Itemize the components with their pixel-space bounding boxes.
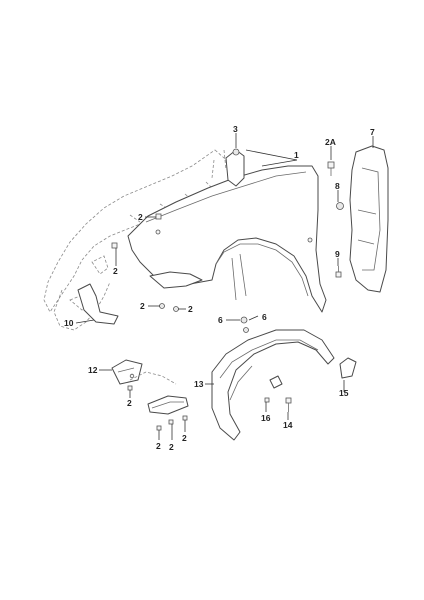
callout-2-top: 2 xyxy=(138,212,143,222)
fender-panel xyxy=(127,165,327,313)
callout-2-bot-a: 2 xyxy=(156,441,161,451)
callout-2-bracket: 2 xyxy=(127,398,132,408)
callout-9: 9 xyxy=(335,249,340,259)
mud-flap xyxy=(339,357,357,379)
callout-labels: 1 2A 3 7 8 9 2 2 2 2 10 6 6 12 2 13 15 1… xyxy=(64,124,375,452)
callout-2-left: 2 xyxy=(113,266,118,276)
fasteners xyxy=(111,161,344,431)
lower-trim-assembly xyxy=(129,371,189,415)
callout-6-b: 6 xyxy=(262,312,267,322)
bracket-top xyxy=(225,148,245,187)
side-seal xyxy=(349,145,389,293)
callout-7: 7 xyxy=(370,127,375,137)
callout-2a: 2A xyxy=(325,137,336,147)
support-bracket xyxy=(77,283,119,325)
callout-8: 8 xyxy=(335,181,340,191)
callout-1: 1 xyxy=(294,150,299,160)
callout-12: 12 xyxy=(88,365,98,375)
callout-6-a: 6 xyxy=(218,315,223,325)
callout-16: 16 xyxy=(261,413,271,423)
callout-3: 3 xyxy=(233,124,238,134)
mounting-bracket xyxy=(111,359,143,385)
callout-2-mid-a: 2 xyxy=(140,301,145,311)
leader-lines xyxy=(75,133,374,440)
callout-10: 10 xyxy=(64,318,74,328)
callout-14: 14 xyxy=(283,420,293,430)
callout-15: 15 xyxy=(339,388,349,398)
wheel-arch-liner xyxy=(211,329,335,441)
callout-13: 13 xyxy=(194,379,204,389)
callout-2-bot-c: 2 xyxy=(182,433,187,443)
callout-2-mid-b: 2 xyxy=(188,304,193,314)
callout-2-bot-b: 2 xyxy=(169,442,174,452)
